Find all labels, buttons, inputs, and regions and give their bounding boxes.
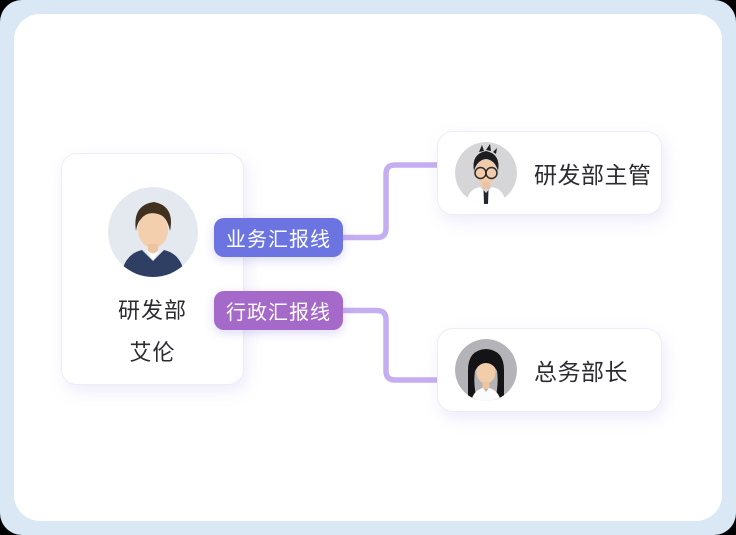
employee-card-director[interactable]: 总务部长	[437, 328, 662, 412]
young-man-suit-avatar-icon	[107, 187, 198, 277]
employee-card-supervisor[interactable]: 研发部主管	[437, 131, 662, 215]
young-woman-avatar-icon	[455, 339, 517, 401]
admin-reporting-line-label: 行政汇报线	[226, 302, 331, 324]
business-reporting-line-label: 业务汇报线	[226, 229, 331, 251]
admin-reporting-line-badge[interactable]: 行政汇报线	[214, 291, 343, 330]
director-title-text: 总务部长	[534, 359, 628, 385]
supervisor-title-text: 研发部主管	[534, 162, 652, 188]
org-chart-canvas: 研发部 艾伦 研发部主管	[14, 14, 722, 521]
young-man-glasses-avatar-icon	[455, 142, 517, 204]
root-department-text: 研发部	[117, 298, 187, 323]
business-line-connector	[340, 162, 441, 241]
employee-card-root[interactable]: 研发部 艾伦	[61, 153, 244, 385]
business-reporting-line-badge[interactable]: 业务汇报线	[214, 218, 343, 257]
admin-line-connector	[340, 307, 441, 383]
root-card-label: 研发部 艾伦	[118, 290, 187, 374]
root-name-text: 艾伦	[129, 340, 176, 365]
